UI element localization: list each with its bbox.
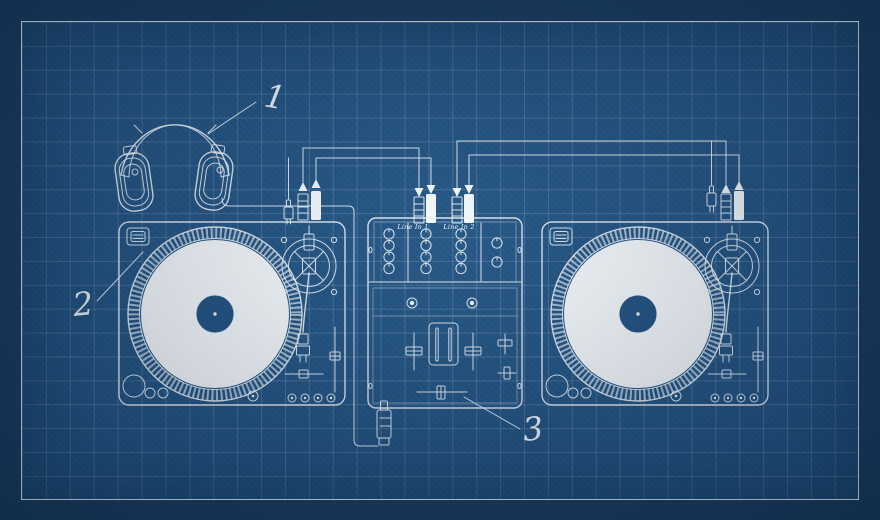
right-earcup — [194, 144, 234, 211]
grid-paper — [21, 21, 859, 500]
callout-3-crossfader: 3 — [463, 396, 545, 449]
line-in-2-label: Line In 2 — [442, 223, 474, 231]
cue-button-right — [466, 297, 478, 309]
curve-mini-fader — [497, 366, 517, 380]
headphone-cable — [221, 197, 379, 447]
channel-fader-right — [464, 332, 482, 371]
line-in-1-label: Line In 1 — [396, 223, 428, 231]
right-turntable-output-plugs — [706, 140, 744, 221]
headphones — [114, 124, 392, 447]
rca-cables — [302, 140, 740, 189]
left-earcup — [114, 145, 154, 212]
leader-line-2 — [96, 251, 144, 302]
ground-plug — [283, 157, 294, 225]
cable-left-1 — [302, 147, 420, 189]
callout-1-headphones: 1 — [207, 76, 289, 135]
crossfader — [416, 385, 468, 400]
callout-number-1: 1 — [262, 76, 289, 117]
left-turntable — [119, 222, 345, 405]
callout-number-3: 3 — [521, 409, 545, 449]
leader-line-3 — [463, 396, 521, 430]
right-turntable — [542, 222, 768, 405]
right-hinge-screw — [216, 166, 224, 174]
eq-knobs — [383, 228, 503, 275]
cable-right-2 — [468, 154, 740, 186]
leader-line-1 — [207, 101, 257, 135]
gain-mini-fader — [497, 333, 513, 355]
cable-right-1 — [456, 140, 727, 189]
mixer-side-screws — [368, 246, 522, 390]
callout-number-2: 2 — [70, 284, 95, 324]
ground-plug — [706, 140, 717, 213]
center-fader-panel — [428, 322, 459, 366]
mixer-eq-section — [368, 221, 522, 283]
left-hinge-screw — [131, 168, 139, 176]
callout-2-turntable: 2 — [70, 251, 144, 324]
cable-left-2 — [315, 157, 432, 186]
left-turntable-output-plugs — [283, 157, 321, 225]
mixer: Line In 1 Line In 2 — [367, 217, 523, 409]
mixer-fader-section — [372, 287, 518, 404]
channel-fader-left — [405, 332, 423, 371]
headphone-plug — [376, 400, 392, 446]
cue-button-left — [406, 297, 418, 309]
mixer-body — [367, 217, 523, 409]
